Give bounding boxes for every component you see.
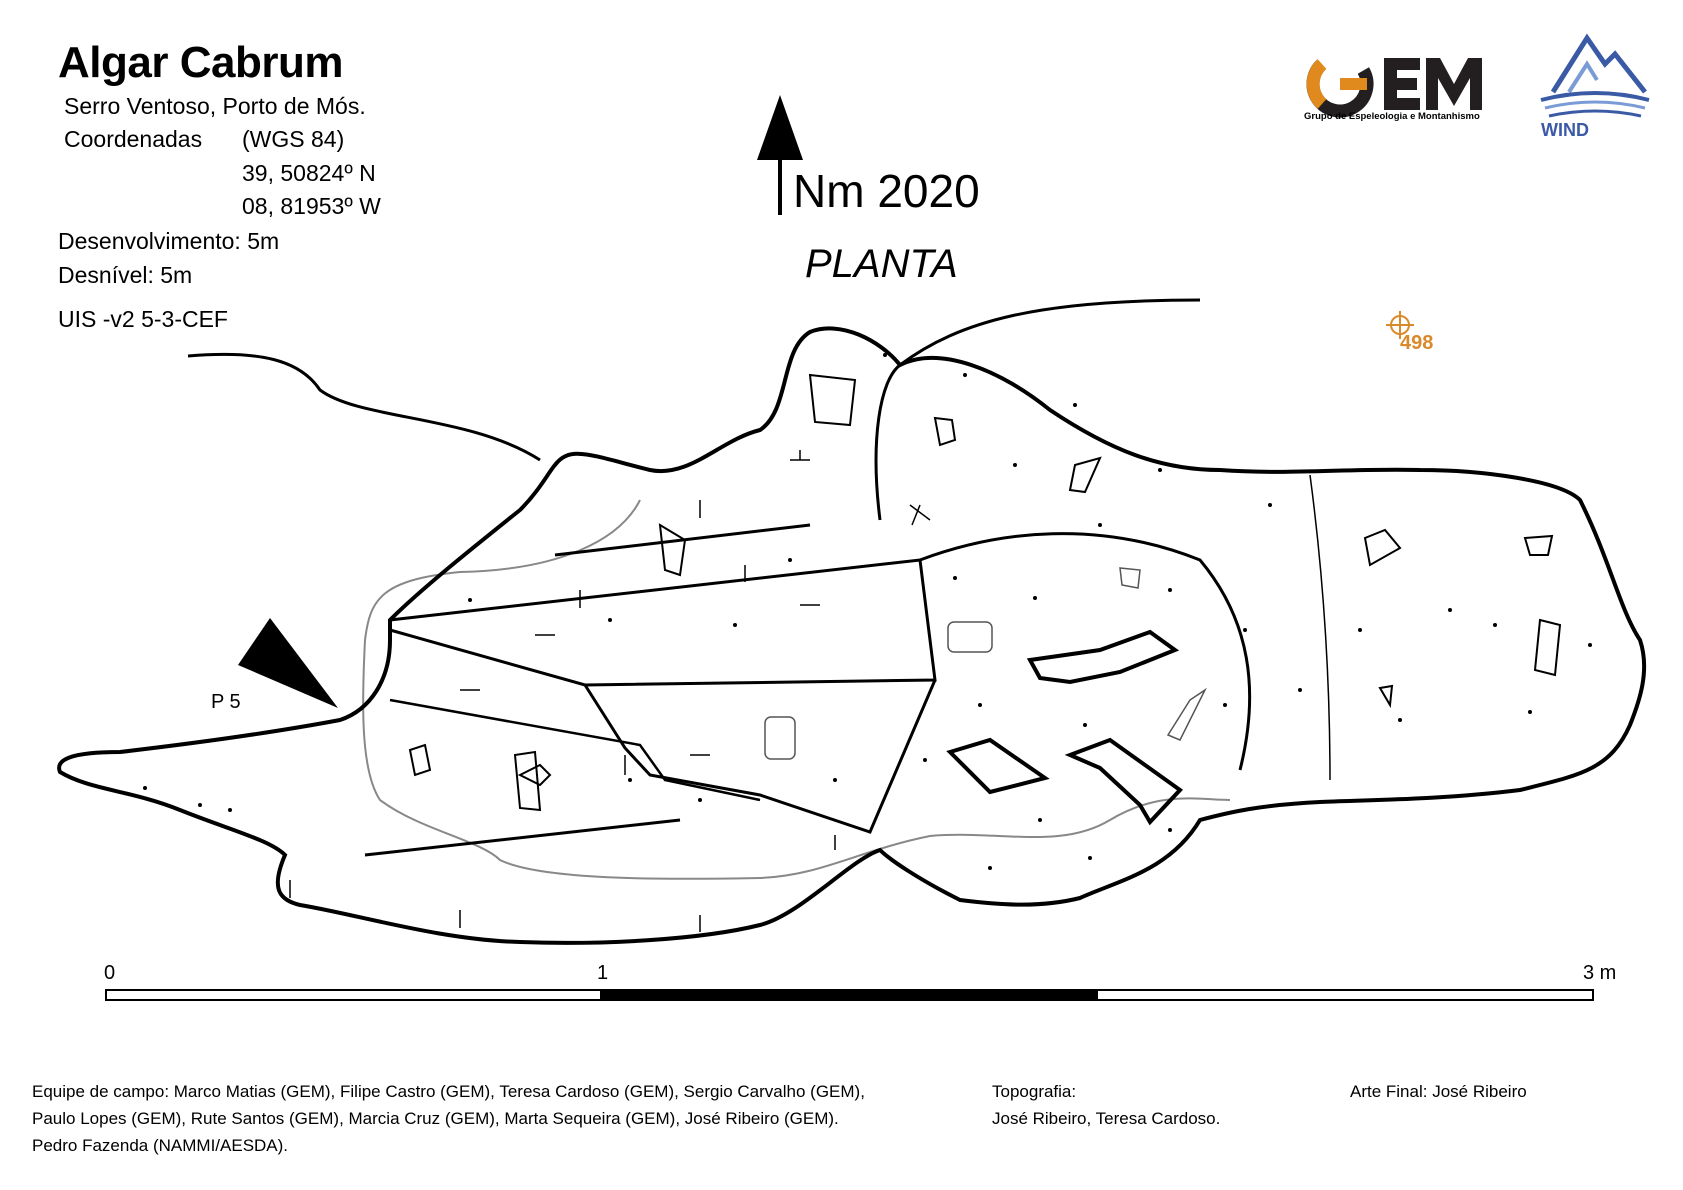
field-team-credits: Equipe de campo: Marco Matias (GEM), Fil… bbox=[32, 1078, 865, 1159]
topo-names: José Ribeiro, Teresa Cardoso. bbox=[992, 1109, 1221, 1128]
topography-credits: Topografia: José Ribeiro, Teresa Cardoso… bbox=[992, 1078, 1220, 1132]
team-line-3: Pedro Fazenda (NAMMI/AESDA). bbox=[32, 1136, 289, 1155]
coordinates-label: Coordenadas bbox=[64, 126, 203, 152]
elevation-drop-text: Desnível: 5m bbox=[58, 262, 193, 288]
uis-grade-text: UIS -v2 5-3-CEF bbox=[58, 306, 228, 332]
team-line-1: Equipe de campo: Marco Matias (GEM), Fil… bbox=[32, 1082, 865, 1101]
wind-logo-text: WIND bbox=[1541, 120, 1589, 140]
scale-tick-end: 3 m bbox=[1583, 962, 1617, 984]
topo-label: Topografia: bbox=[992, 1082, 1077, 1101]
north-arrow-icon bbox=[757, 95, 803, 215]
inner-wall-3 bbox=[389, 698, 761, 802]
inner-wall-2 bbox=[583, 679, 937, 834]
surface-line-top bbox=[899, 298, 1201, 367]
gem-logo bbox=[1306, 50, 1482, 118]
boulders bbox=[408, 373, 1562, 812]
dripline bbox=[362, 499, 1231, 880]
gem-subtitle: Grupo de Espeleologia e Montanhismo bbox=[1304, 111, 1480, 122]
map-title: Algar Cabrum bbox=[58, 38, 343, 87]
cave-outline bbox=[57, 326, 1647, 945]
gray-boulders bbox=[764, 567, 1207, 760]
pit-label: P 5 bbox=[211, 691, 241, 713]
surface-line-left bbox=[187, 352, 541, 462]
inner-wall-1 bbox=[389, 558, 937, 687]
scale-tick-start: 0 bbox=[104, 962, 116, 984]
location-text: Serro Ventoso, Porto de Mós. bbox=[64, 93, 366, 119]
inner-wall-5 bbox=[874, 363, 901, 521]
team-line-2: Paulo Lopes (GEM), Rute Santos (GEM), Ma… bbox=[32, 1109, 839, 1128]
ceiling-line-1 bbox=[554, 523, 811, 557]
latitude-text: 39, 50824º N bbox=[242, 160, 376, 186]
large-blocks bbox=[946, 629, 1184, 826]
scale-bar bbox=[105, 989, 1594, 1001]
ceiling-line-2 bbox=[364, 818, 681, 857]
development-text: Desenvolvimento: 5m bbox=[58, 228, 280, 254]
datum-text: (WGS 84) bbox=[242, 126, 345, 152]
debris-dots bbox=[143, 353, 1592, 870]
north-label: Nm 2020 bbox=[793, 165, 980, 217]
passage-line bbox=[1309, 474, 1331, 781]
scale-tick-mid: 1 bbox=[597, 962, 609, 984]
wind-logo: WIND bbox=[1540, 33, 1650, 140]
longitude-text: 08, 81953º W bbox=[242, 193, 381, 219]
crosshair-icon bbox=[1386, 311, 1414, 339]
slope-ticks bbox=[289, 450, 931, 932]
art-final-credit: Arte Final: José Ribeiro bbox=[1350, 1082, 1527, 1101]
view-label: PLANTA bbox=[805, 242, 958, 286]
pit-entrance-icon bbox=[238, 618, 338, 708]
inner-wall-4 bbox=[919, 532, 1252, 771]
reference-point-label: 498 bbox=[1400, 332, 1434, 354]
